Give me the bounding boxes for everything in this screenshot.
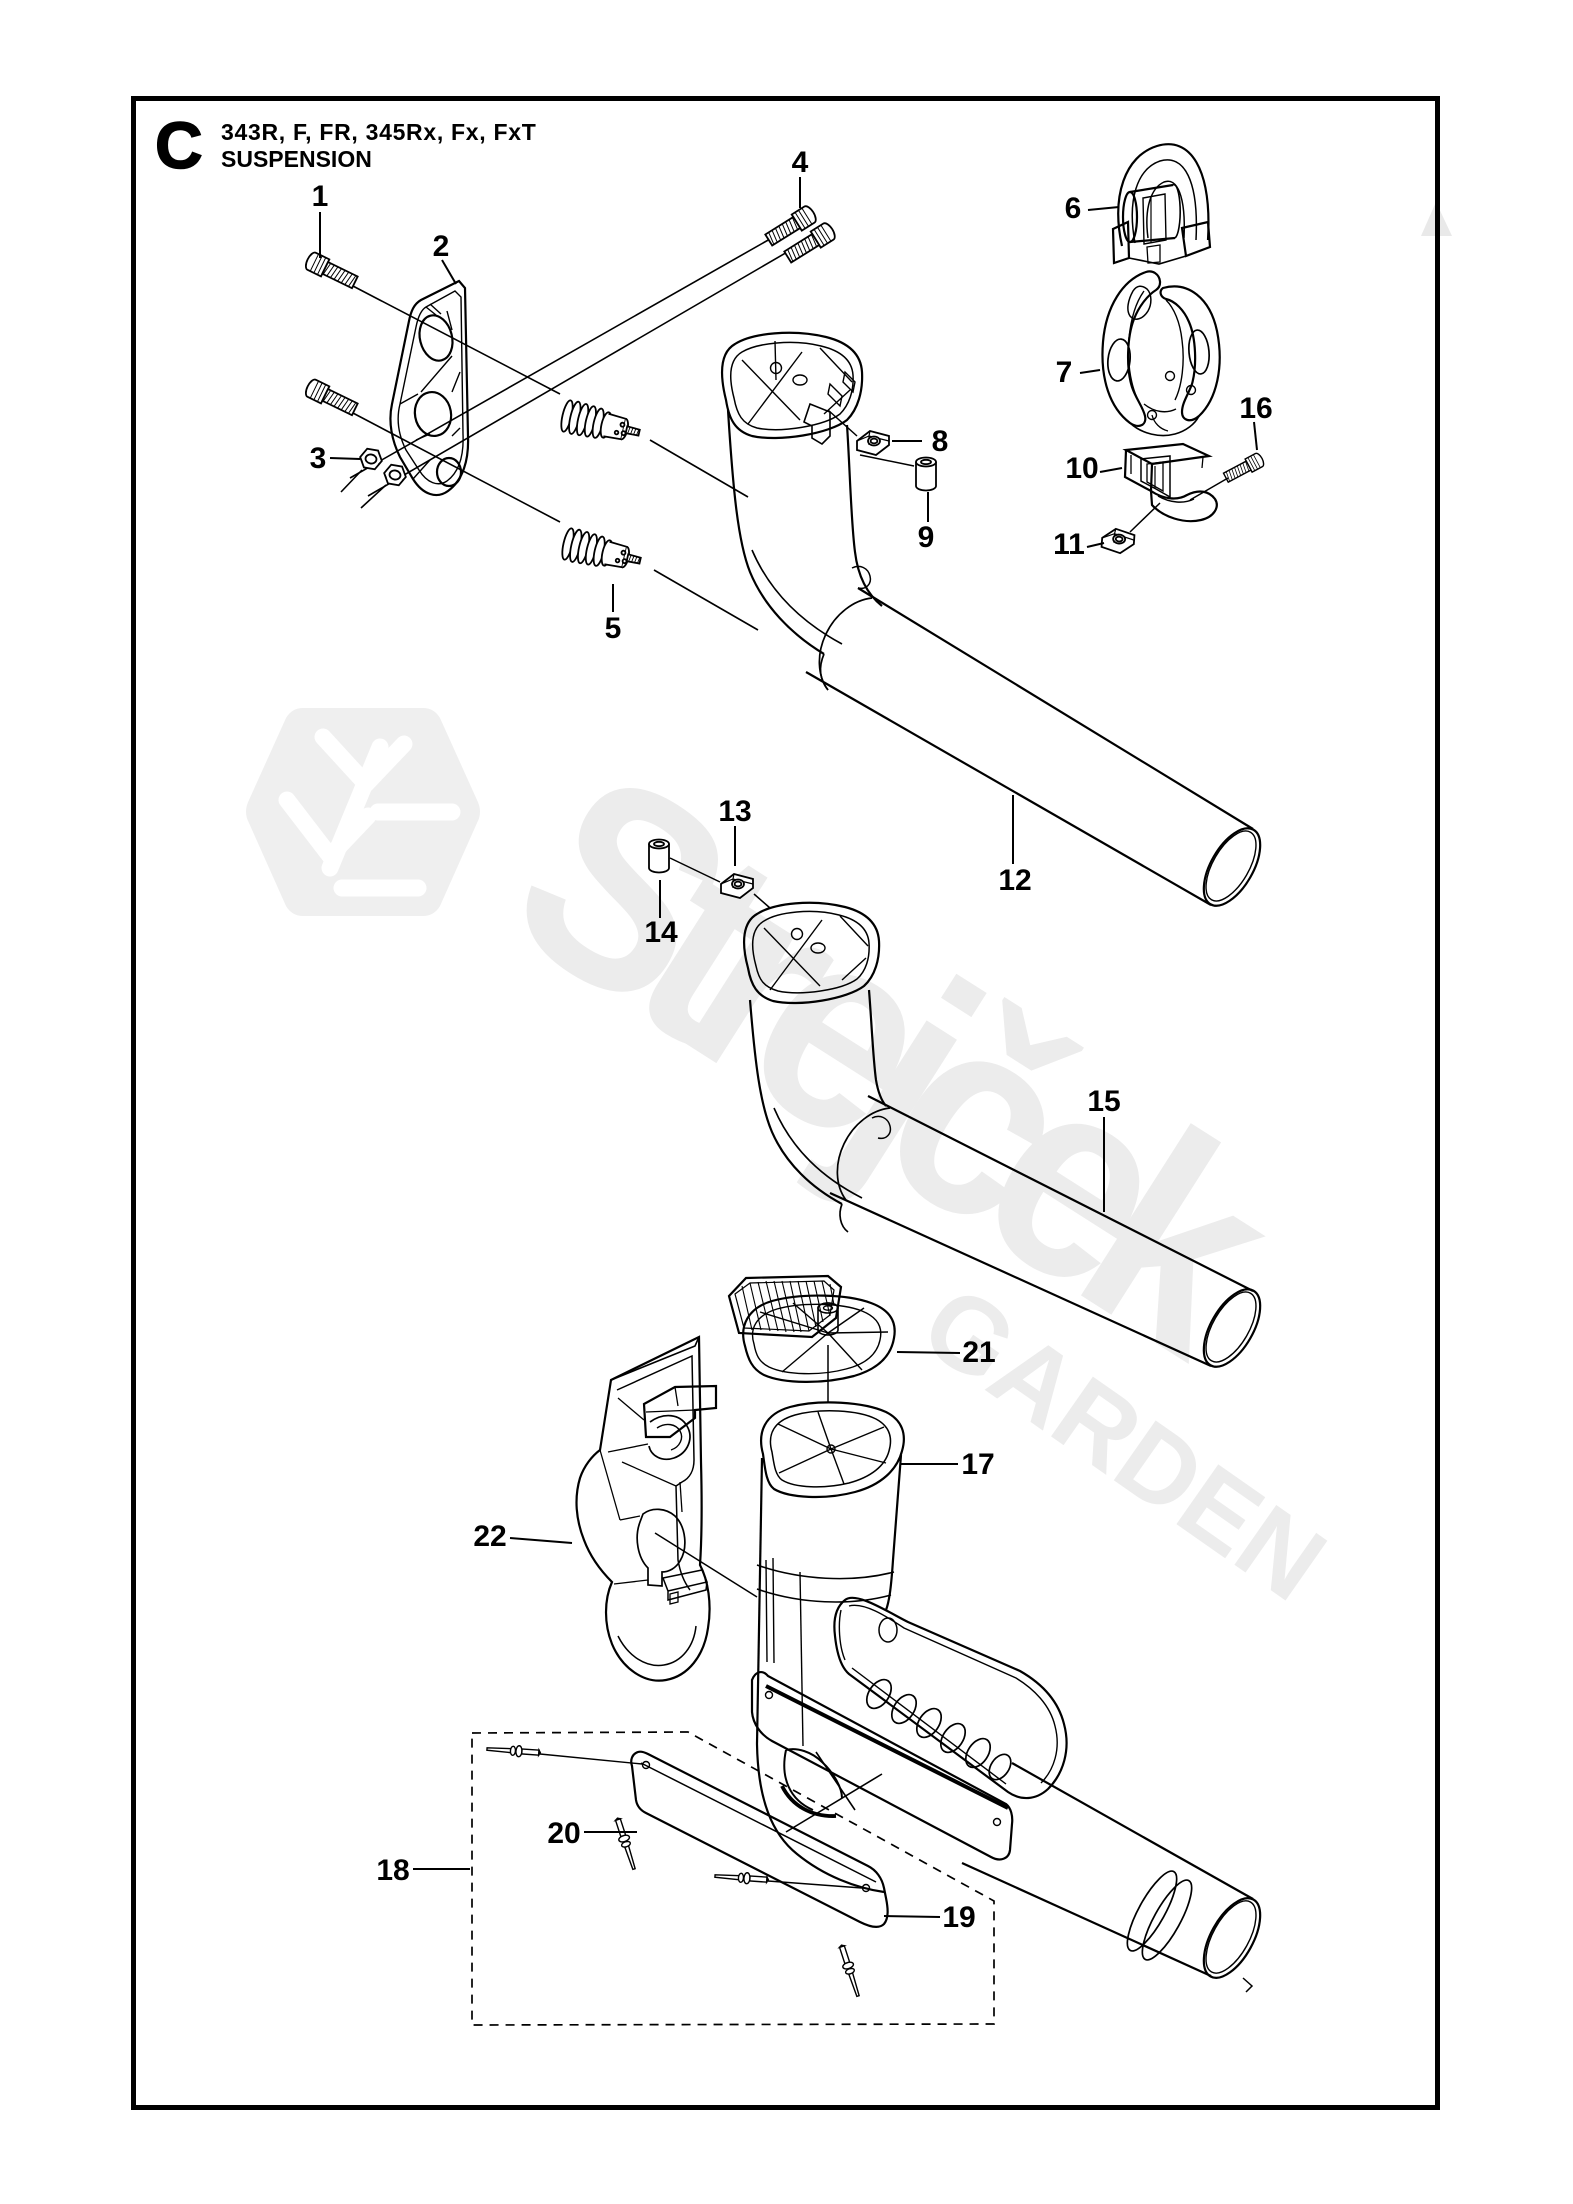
svg-text:3: 3: [310, 442, 327, 475]
svg-text:13: 13: [718, 795, 751, 828]
svg-text:18: 18: [376, 1854, 409, 1887]
svg-text:12: 12: [998, 864, 1031, 897]
svg-text:10: 10: [1065, 452, 1098, 485]
svg-text:4: 4: [792, 146, 809, 179]
svg-text:15: 15: [1087, 1085, 1120, 1118]
svg-text:7: 7: [1056, 356, 1073, 389]
svg-text:2: 2: [433, 230, 450, 263]
svg-text:17: 17: [961, 1448, 994, 1481]
svg-text:343R, F, FR, 345Rx, Fx, FxT: 343R, F, FR, 345Rx, Fx, FxT: [221, 119, 536, 145]
svg-text:16: 16: [1239, 392, 1272, 425]
svg-text:8: 8: [932, 425, 949, 458]
svg-text:1: 1: [312, 180, 329, 213]
svg-text:19: 19: [942, 1901, 975, 1934]
svg-text:11: 11: [1053, 528, 1085, 561]
svg-text:20: 20: [547, 1817, 580, 1850]
svg-text:5: 5: [605, 612, 622, 645]
svg-text:14: 14: [644, 916, 678, 949]
svg-text:SUSPENSION: SUSPENSION: [221, 146, 372, 172]
svg-text:9: 9: [918, 521, 935, 554]
svg-text:21: 21: [962, 1336, 995, 1369]
svg-text:22: 22: [473, 1520, 506, 1553]
svg-text:C: C: [155, 108, 203, 182]
svg-text:6: 6: [1065, 192, 1082, 225]
